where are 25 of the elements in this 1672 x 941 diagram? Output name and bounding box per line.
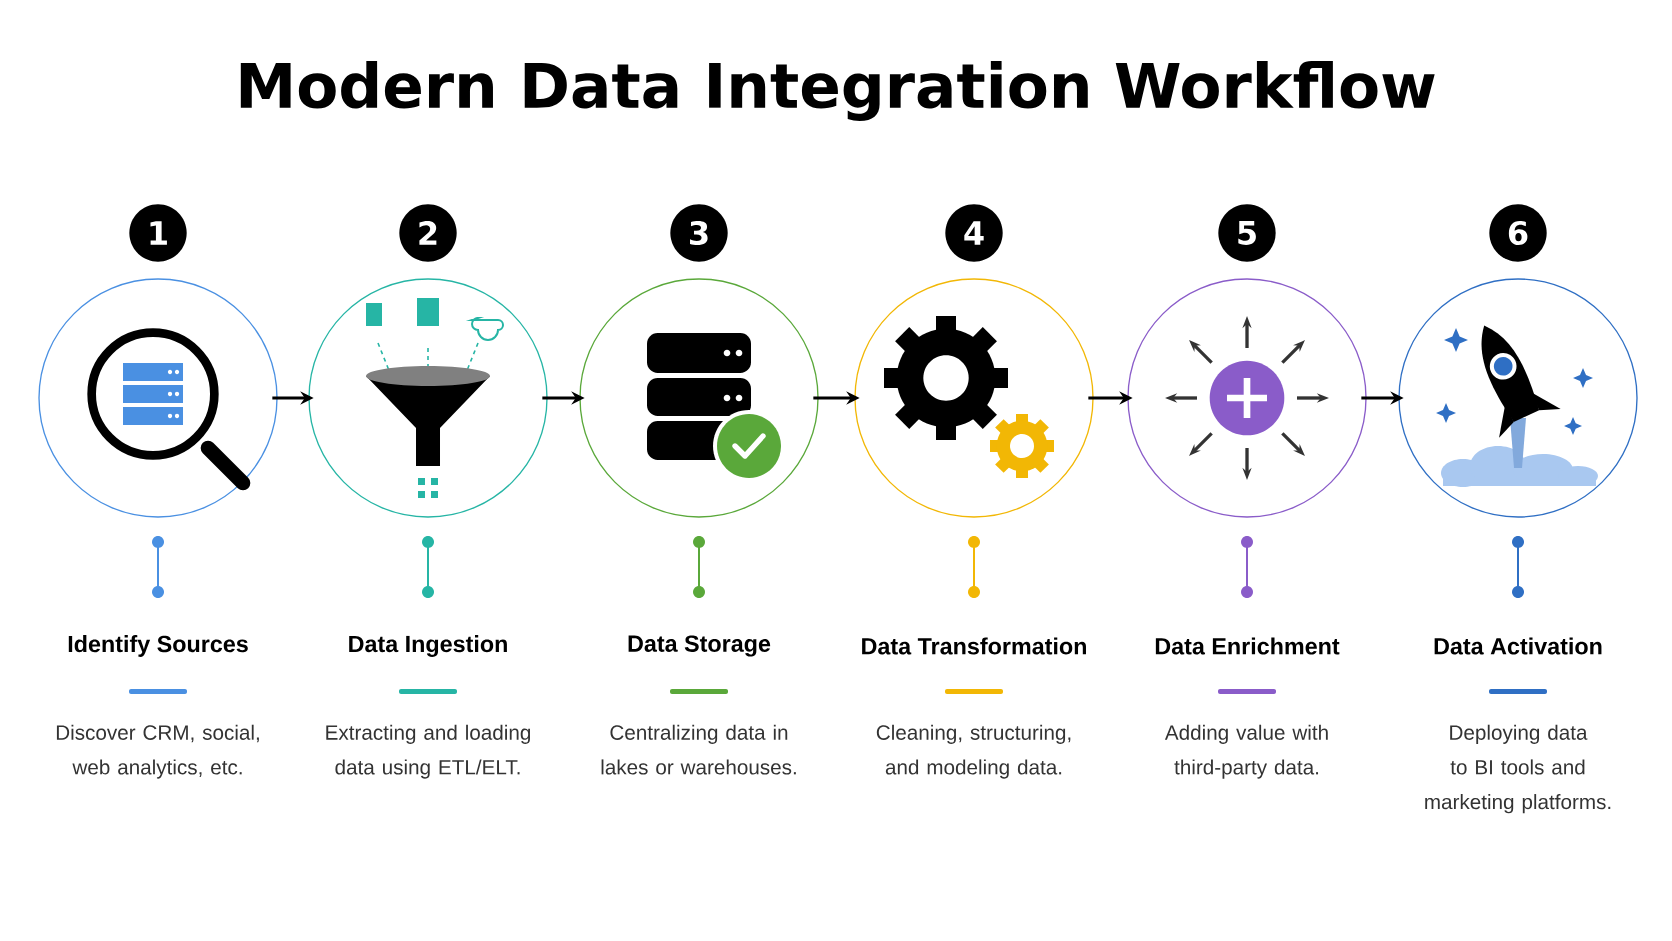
step-heading: Data Storage: [628, 635, 771, 657]
step-circle: [579, 278, 819, 518]
step-heading: Data Enrichment: [1155, 637, 1340, 655]
step-heading: Data Activation: [1434, 637, 1602, 655]
step-heading: Identify Sources: [68, 635, 248, 657]
step-description: Centralizing data in lakes or warehouses.: [601, 724, 796, 775]
number-badge: 6: [1489, 204, 1547, 262]
step-circle: [1127, 278, 1367, 518]
number-badge: 2: [399, 204, 457, 262]
number-badge: 3: [670, 204, 728, 262]
title: Modern Data Integration Workflow: [240, 61, 1435, 121]
step-circle: [1398, 278, 1638, 518]
number-badge: 1: [129, 204, 187, 262]
number-badge: 5: [1218, 204, 1276, 262]
number-badge: 4: [945, 204, 1003, 262]
step-description: Deploying data to BI tools and marketing platforms.: [1425, 724, 1611, 814]
step-circle: [38, 278, 278, 518]
step-description: Adding value with third-party data.: [1164, 724, 1328, 779]
step-description: Extracting and loading data using ETL/ELT.: [326, 724, 531, 779]
step-heading: Data Transformation: [862, 637, 1086, 655]
step-description: Discover CRM, social, web analytics, etc.: [56, 724, 259, 779]
step-circle: [308, 278, 548, 518]
step-heading: Data Ingestion: [349, 635, 507, 657]
step-circle: [854, 278, 1094, 518]
step-description: Cleaning, structuring, and modeling data.: [876, 724, 1071, 779]
